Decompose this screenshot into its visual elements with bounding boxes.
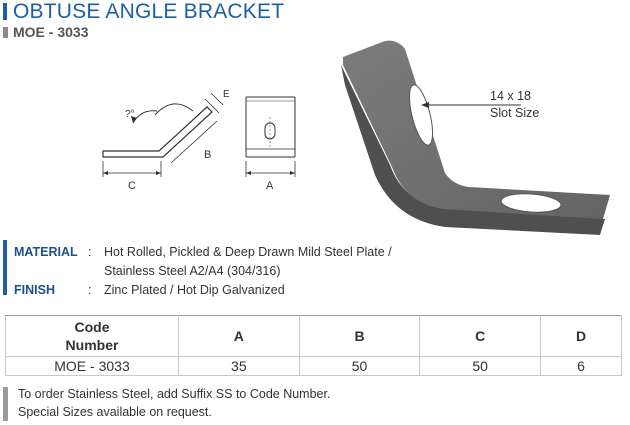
dimension-b-label: B bbox=[204, 149, 211, 161]
header-code-line-2: Number bbox=[65, 337, 119, 353]
dimension-e-label: E bbox=[223, 89, 230, 100]
dimension-b-line bbox=[170, 120, 218, 164]
bracket-face bbox=[343, 40, 610, 219]
header-a: A bbox=[178, 315, 300, 357]
slot-leader-arrow bbox=[421, 102, 429, 108]
slot-size-caption: Slot Size bbox=[490, 106, 540, 120]
table-header-row: Code Number A B C D bbox=[5, 315, 622, 357]
page-title: OBTUSE ANGLE BRACKET bbox=[13, 0, 285, 23]
note-special-sizes: Special Sizes available on request. bbox=[18, 405, 212, 419]
front-view bbox=[245, 96, 296, 158]
cell-c: 50 bbox=[419, 356, 542, 376]
dimension-a-label: A bbox=[266, 180, 274, 192]
side-view bbox=[102, 106, 213, 158]
dimensions-table: Code Number A B C D MOE - 3033 35 50 50 … bbox=[5, 315, 622, 376]
angle-arc bbox=[154, 103, 194, 116]
material-line-1: Hot Rolled, Pickled & Deep Drawn Mild St… bbox=[104, 245, 392, 259]
angle-arrow bbox=[131, 116, 137, 123]
header-code-line-1: Code bbox=[74, 319, 110, 335]
technical-drawing: ?° C B E A bbox=[102, 89, 296, 192]
slot-size-value: 14 x 18 bbox=[490, 89, 532, 103]
notes-accent-bar bbox=[3, 387, 8, 421]
material-line-2: Stainless Steel A2/A4 (304/316) bbox=[104, 264, 281, 278]
upper-slot bbox=[408, 84, 434, 146]
header-c: C bbox=[419, 315, 542, 357]
cell-code: MOE - 3033 bbox=[5, 356, 179, 376]
finish-label: FINISH bbox=[14, 283, 55, 297]
product-photo bbox=[341, 40, 610, 235]
lower-slot bbox=[500, 193, 562, 213]
angle-label: ?° bbox=[125, 109, 135, 120]
cell-b: 50 bbox=[298, 356, 421, 376]
header-d: D bbox=[540, 315, 622, 357]
note-stainless: To order Stainless Steel, add Suffix SS … bbox=[18, 387, 331, 401]
code-accent-bar bbox=[3, 27, 8, 38]
material-label: MATERIAL bbox=[14, 245, 78, 259]
header-b: B bbox=[298, 315, 421, 357]
cell-a: 35 bbox=[178, 356, 300, 376]
table-row: MOE - 3033 35 50 50 6 bbox=[5, 356, 622, 376]
product-code: MOE - 3033 bbox=[13, 24, 89, 40]
finish-colon: : bbox=[88, 283, 92, 297]
angle-arc-left bbox=[132, 110, 158, 124]
title-accent-bar bbox=[3, 3, 7, 20]
dimension-c-label: C bbox=[128, 180, 136, 192]
bracket-edge bbox=[341, 65, 605, 235]
cell-d: 6 bbox=[540, 356, 622, 376]
finish-text: Zinc Plated / Hot Dip Galvanized bbox=[104, 283, 285, 297]
spec-accent-bar bbox=[3, 240, 7, 295]
material-colon: : bbox=[88, 245, 92, 259]
header-code-number: Code Number bbox=[5, 315, 179, 357]
slot-size-label: 14 x 18 Slot Size bbox=[490, 88, 539, 122]
